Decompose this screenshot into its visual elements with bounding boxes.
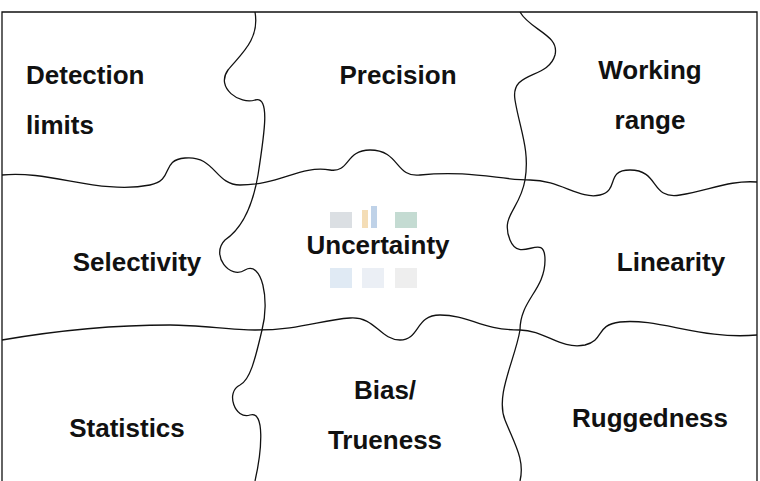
cut-line	[502, 12, 555, 481]
cut-line	[220, 12, 265, 481]
piece-label: Selectivity	[73, 237, 202, 287]
puzzle-piece: Precision	[335, 48, 460, 102]
puzzle-piece: Uncertainty	[302, 218, 453, 272]
piece-label: Precision	[339, 50, 456, 100]
piece-label: Linearity	[617, 237, 725, 287]
puzzle-piece: Bias/ Trueness	[313, 363, 458, 467]
piece-label: Uncertainty	[306, 220, 449, 270]
puzzle-piece: Linearity	[613, 235, 729, 289]
piece-label: Detection limits	[26, 50, 168, 150]
puzzle-piece: Working range	[580, 43, 720, 147]
frame-line	[2, 12, 757, 481]
puzzle-piece: Detection limits	[22, 48, 172, 152]
piece-label: Bias/ Trueness	[317, 365, 454, 465]
piece-label: Statistics	[69, 403, 185, 453]
piece-label: Ruggedness	[572, 393, 728, 443]
puzzle-piece: Ruggedness	[568, 391, 732, 445]
cut-line	[2, 150, 757, 196]
piece-label: Working range	[584, 45, 716, 145]
puzzle-piece: Selectivity	[69, 235, 206, 289]
cut-line	[2, 315, 757, 346]
puzzle-piece: Statistics	[65, 401, 189, 455]
